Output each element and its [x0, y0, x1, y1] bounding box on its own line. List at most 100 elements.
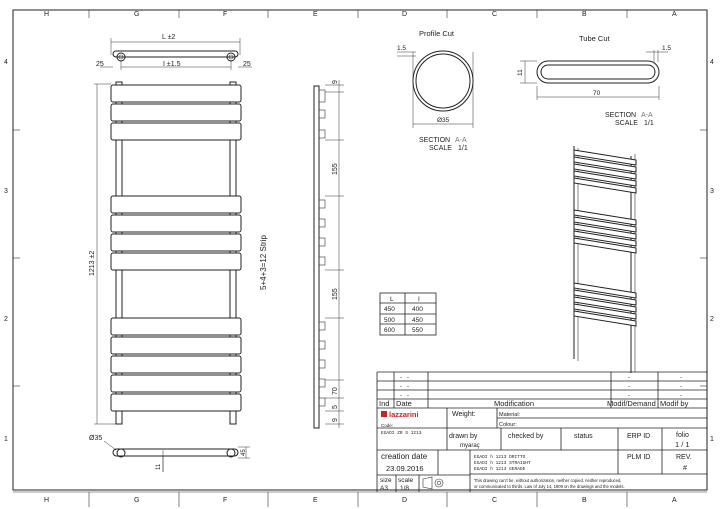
code-label: Code:: [381, 423, 393, 428]
zone-number: 1: [710, 436, 714, 443]
top-view: L ±2 I ±1.5 25 25: [96, 34, 252, 70]
sheet-size-label: size: [380, 477, 392, 484]
profile-wall-dimension: 1.5: [397, 45, 406, 52]
zone-letter: G: [134, 11, 139, 18]
revision-dash: -: [680, 393, 682, 399]
title-block: lazzarini Code: EGADI ZR S 1213 Weight: …: [377, 408, 707, 492]
tube-wall-dimension: 1.5: [662, 45, 671, 52]
side-dim-9-bottom: 9: [332, 418, 339, 422]
tube-cut: Tube Cut 1.5 11 70 SECTION A-A SCALE 1/1: [517, 34, 671, 127]
zone-letter: B: [582, 497, 587, 504]
zone-letter: B: [582, 11, 587, 18]
profile-cut: Profile Cut 1.5 Ø35 SECTION A-A SCALE 1/…: [397, 29, 474, 152]
checked-by-label: checked by: [508, 433, 544, 440]
tube-section-label: SECTION: [605, 112, 636, 119]
side-dim-top: 9: [332, 80, 339, 84]
side-zone-ticks: [13, 129, 707, 387]
bottom-view: 11 45: [112, 446, 250, 472]
scale-value: 1/8: [400, 485, 409, 492]
drawn-by-value: myaraç: [460, 443, 480, 449]
scale-label: scale: [398, 477, 414, 484]
revision-dash: -: [628, 393, 630, 399]
side-dim-5: 5: [332, 405, 339, 409]
revision-dash: -: [628, 375, 630, 381]
zone-letter: D: [402, 11, 407, 18]
upper-strip-group: [110, 84, 242, 141]
description-line: EGADI h 1213 DRITTO: [474, 454, 526, 460]
profile-scale: 1/1: [458, 145, 468, 152]
zone-letter: C: [492, 11, 497, 18]
revision-header-modif-by: Modif by: [660, 399, 689, 408]
zone-number: 4: [710, 59, 714, 66]
sheet-size-value: A3: [380, 485, 388, 492]
revision-header-date: Date: [396, 399, 412, 408]
length-dimension: L ±2: [162, 34, 175, 41]
disclaimer-line: or communicated to thirds. Law of July 1…: [474, 484, 625, 489]
tube-scale: 1/1: [644, 120, 654, 127]
revision-dash: -: [400, 384, 402, 390]
profile-scale-label: SCALE: [429, 145, 452, 152]
size-table-cell: 550: [412, 327, 423, 334]
side-zone-numbers: 4 3 2 1 4 3 2 1: [4, 59, 714, 443]
iso-middle-strips: [573, 209, 637, 254]
zone-number: 3: [4, 188, 8, 195]
side-dim-70: 70: [332, 387, 339, 395]
left-offset-dimension: 25: [96, 61, 104, 68]
size-table-header: L: [390, 296, 394, 303]
description-line: EGADI h 1213 GERADE: [474, 466, 526, 472]
strip-note: 5+4+3=12 Strip: [259, 235, 268, 290]
pipe-diameter-dimension: Ø35: [89, 435, 102, 442]
logo-mark-icon: [381, 411, 387, 417]
size-table-cell: 500: [384, 317, 395, 324]
revision-dash: -: [680, 384, 682, 390]
size-table-cell: 600: [384, 327, 395, 334]
profile-section-id: A-A: [455, 137, 467, 144]
revision-dash: -: [407, 375, 409, 381]
revision-dash: -: [628, 384, 630, 390]
zone-letter: H: [44, 497, 49, 504]
size-table-header: I: [418, 296, 420, 303]
creation-date-value: 23.09.2016: [386, 464, 424, 473]
creation-date-label: creation date: [381, 452, 428, 461]
size-table: L I 450 400 500 450 600 550: [379, 292, 437, 336]
zone-letter: D: [402, 497, 407, 504]
zone-letter: F: [223, 497, 227, 504]
iso-lower-strips: [573, 282, 637, 327]
folio-value: 1 / 1: [675, 440, 690, 449]
size-table-cell: 450: [412, 317, 423, 324]
right-offset-dimension: 25: [243, 61, 251, 68]
profile-cut-title: Profile Cut: [419, 29, 455, 38]
zone-number: 2: [4, 316, 8, 323]
revision-dash: -: [680, 375, 682, 381]
folio-label: folio: [676, 432, 689, 439]
erp-id-label: ERP ID: [627, 433, 650, 440]
tube-width-dimension: 70: [593, 90, 601, 97]
disclaimer-line: This drawing can't be, without authoriza…: [474, 478, 621, 483]
profile-section-label: SECTION: [419, 137, 450, 144]
revision-dash: -: [400, 393, 402, 399]
tube-section-id: A-A: [641, 112, 653, 119]
zone-number: 1: [4, 436, 8, 443]
bottom-dim-45: 45: [241, 449, 247, 456]
side-dim-gap-1: 155: [332, 163, 339, 175]
iso-upper-strips: [573, 149, 637, 194]
size-table-cell: 450: [384, 306, 395, 313]
zone-letter: H: [44, 11, 49, 18]
profile-diameter-dimension: Ø35: [437, 117, 450, 124]
zone-number: 2: [710, 316, 714, 323]
lower-strip-group: [110, 317, 242, 412]
front-view: 1213 ±2 5+4+3=12 Strip Ø35: [89, 81, 268, 451]
revision-block: - - - - - - - - - - - - Ind Date Modific…: [376, 371, 707, 492]
size-table-cell: 400: [412, 306, 423, 313]
projection-symbol-icon: [422, 476, 444, 490]
revision-header-modif-demand: Modif/Demand: [607, 399, 656, 408]
zone-number: 4: [4, 59, 8, 66]
bottom-dim-11: 11: [156, 463, 162, 470]
zone-number: 3: [710, 188, 714, 195]
status-label: status: [574, 433, 593, 440]
zone-letter: E: [313, 497, 318, 504]
isometric-view: [573, 146, 637, 373]
revision-label: REV.: [676, 454, 692, 461]
zone-letter: F: [223, 11, 227, 18]
